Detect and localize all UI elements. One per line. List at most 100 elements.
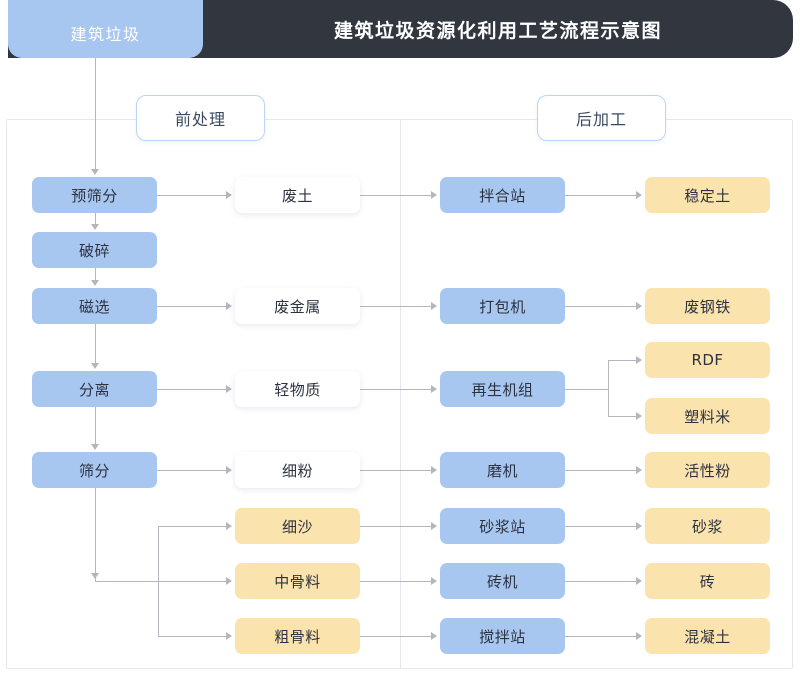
connector-coarse-aggregate-to-concrete-station <box>360 636 432 637</box>
node-label: 轻物质 <box>274 380 321 399</box>
arrowhead-right <box>636 632 642 640</box>
connector-magnetic-to-waste-metal <box>157 306 227 307</box>
arrowhead-right <box>226 466 232 474</box>
node-label: 废钢铁 <box>684 297 731 316</box>
connector-medium-aggregate-to-brick-machine <box>360 581 432 582</box>
node-plastic-pellet[interactable]: 塑料米 <box>645 398 770 434</box>
arrowhead-right <box>431 385 437 393</box>
connector-fine-powder-to-mill <box>360 470 432 471</box>
connector-magnetic-to-separation <box>95 324 96 365</box>
connector-light-material-to-regeneration <box>360 389 432 390</box>
node-magnetic-separation[interactable]: 磁选 <box>32 288 157 324</box>
page-title: 建筑垃圾资源化利用工艺流程示意图 <box>333 19 662 42</box>
node-label: 砖 <box>699 572 716 591</box>
arrowhead-down <box>91 169 99 175</box>
node-preliminary-screening[interactable]: 预筛分 <box>32 177 157 213</box>
connector-waste-soil-to-mixing <box>360 195 432 196</box>
arrowhead-right <box>226 632 232 640</box>
node-label: 砖机 <box>486 572 518 591</box>
connector-baler-to-scrap-steel <box>565 306 637 307</box>
node-regeneration-unit[interactable]: 再生机组 <box>440 371 565 407</box>
node-waste-metal[interactable]: 废金属 <box>235 288 360 324</box>
node-mortar[interactable]: 砂浆 <box>645 508 770 544</box>
connector-screening-down <box>95 488 96 581</box>
node-waste-soil[interactable]: 废土 <box>235 177 360 213</box>
connector-bus-to-medium-aggregate <box>158 581 227 582</box>
connector-bus-to-plastic-pellet <box>608 416 637 417</box>
arrowhead-down <box>91 280 99 286</box>
connector-mill-to-active-powder <box>565 470 637 471</box>
node-label: RDF <box>691 351 724 369</box>
node-label: 再生机组 <box>471 380 534 399</box>
node-label: 磨机 <box>486 461 518 480</box>
node-concrete[interactable]: 混凝土 <box>645 618 770 654</box>
node-mortar-station[interactable]: 砂浆站 <box>440 508 565 544</box>
connector-prescreen-to-waste-soil <box>157 195 227 196</box>
node-concrete-station[interactable]: 搅拌站 <box>440 618 565 654</box>
connector-brick-machine-to-brick <box>565 581 637 582</box>
node-active-powder[interactable]: 活性粉 <box>645 452 770 488</box>
connector-bus-to-rdf <box>608 360 637 361</box>
arrowhead-right <box>636 412 642 420</box>
connector-regeneration-stub <box>565 389 609 390</box>
arrowhead-right <box>636 466 642 474</box>
node-scrap-steel[interactable]: 废钢铁 <box>645 288 770 324</box>
section-chip-label: 后加工 <box>575 110 627 129</box>
node-label: 混凝土 <box>684 627 731 646</box>
connector-separation-to-light-material <box>157 389 227 390</box>
arrowhead-right <box>431 632 437 640</box>
arrowhead-right <box>636 356 642 364</box>
arrowhead-right <box>636 577 642 585</box>
node-mixing-station[interactable]: 拌合站 <box>440 177 565 213</box>
arrowhead-right <box>636 302 642 310</box>
node-grinding-mill[interactable]: 磨机 <box>440 452 565 488</box>
connector-bus-to-coarse-aggregate <box>158 636 227 637</box>
arrowhead-right <box>226 577 232 585</box>
arrowhead-right <box>226 522 232 530</box>
section-chip-label: 前处理 <box>174 110 226 129</box>
node-label: 废金属 <box>274 297 321 316</box>
arrowhead-down <box>91 444 99 450</box>
connector-source-to-prescreen <box>95 58 96 171</box>
node-label: 分离 <box>78 380 110 399</box>
node-fine-powder[interactable]: 细粉 <box>235 452 360 488</box>
node-label: 破碎 <box>78 241 110 260</box>
node-screening[interactable]: 筛分 <box>32 452 157 488</box>
arrowhead-down <box>91 363 99 369</box>
panel-divider <box>400 119 401 669</box>
connector-separation-to-screening <box>95 407 96 446</box>
connector-regeneration-bus <box>608 360 609 416</box>
node-label: 粗骨料 <box>274 627 321 646</box>
arrowhead-right <box>636 522 642 530</box>
node-label: 磁选 <box>78 297 110 316</box>
arrowhead-right <box>431 577 437 585</box>
node-stabilized-soil[interactable]: 稳定土 <box>645 177 770 213</box>
node-label: 塑料米 <box>684 407 731 426</box>
node-rdf[interactable]: RDF <box>645 342 770 378</box>
node-label: 砂浆站 <box>479 517 526 536</box>
node-baler[interactable]: 打包机 <box>440 288 565 324</box>
node-separation[interactable]: 分离 <box>32 371 157 407</box>
node-label: 中骨料 <box>274 572 321 591</box>
node-coarse-aggregate[interactable]: 粗骨料 <box>235 618 360 654</box>
connector-crush-to-magnetic <box>95 268 96 282</box>
node-label: 稳定土 <box>684 186 731 205</box>
arrowhead-right <box>431 522 437 530</box>
arrowhead-right <box>431 191 437 199</box>
node-fine-sand[interactable]: 细沙 <box>235 508 360 544</box>
node-brick[interactable]: 砖 <box>645 563 770 599</box>
node-label: 活性粉 <box>684 461 731 480</box>
node-light-material[interactable]: 轻物质 <box>235 371 360 407</box>
node-label: 废土 <box>281 186 313 205</box>
node-medium-aggregate[interactable]: 中骨料 <box>235 563 360 599</box>
connector-concrete-station-to-concrete <box>565 636 637 637</box>
node-label: 筛分 <box>78 461 110 480</box>
connector-screening-to-bus <box>95 581 159 582</box>
node-label: 砂浆 <box>691 517 723 536</box>
node-brick-machine[interactable]: 砖机 <box>440 563 565 599</box>
node-crushing[interactable]: 破碎 <box>32 232 157 268</box>
arrowhead-down <box>91 224 99 230</box>
node-label: 搅拌站 <box>479 627 526 646</box>
arrowhead-right <box>226 191 232 199</box>
